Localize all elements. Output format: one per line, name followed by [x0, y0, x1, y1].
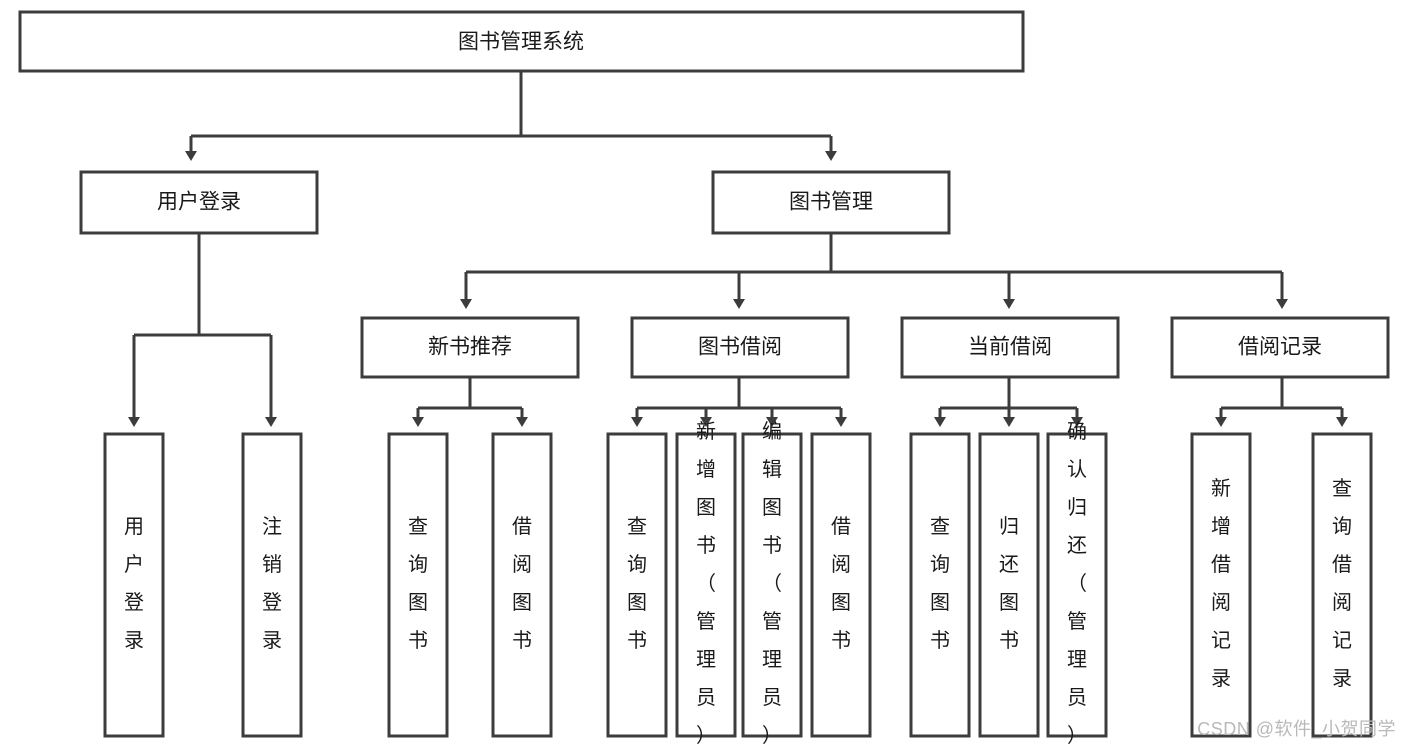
leaf-add-book[interactable]: 新增图书（管理员）: [675, 420, 737, 747]
node-book-borrow[interactable]: 图书借阅: [630, 316, 850, 379]
node-root[interactable]: 图书管理系统: [18, 10, 1025, 73]
leaf-return-book-label: 归还图书: [999, 515, 1019, 652]
leaf-query-book-2[interactable]: 查询图书: [606, 432, 668, 738]
leaf-add-borrow-record-label: 新增借阅记录: [1211, 477, 1231, 690]
leaf-query-book-1-label: 查询图书: [408, 515, 428, 652]
connector-root-to-level2: [185, 71, 837, 161]
connector-borrowrecord-to-leaves: [1215, 377, 1348, 427]
leaf-edit-book-label: 编辑图书（管理员）: [762, 420, 782, 747]
leaf-add-borrow-record[interactable]: 新增借阅记录: [1190, 432, 1252, 738]
node-new-book-recommend-label: 新书推荐: [428, 336, 512, 359]
leaf-logout-login-label: 注销登录: [262, 515, 282, 652]
leaf-user-login-label: 用户登录: [124, 516, 144, 652]
leaf-edit-book[interactable]: 编辑图书（管理员）: [741, 420, 803, 747]
node-current-borrow[interactable]: 当前借阅: [900, 316, 1120, 379]
connector-bookborrow-to-leaves: [631, 377, 847, 427]
node-root-label: 图书管理系统: [458, 31, 584, 54]
node-new-book-recommend[interactable]: 新书推荐: [360, 316, 580, 379]
leaf-return-book[interactable]: 归还图书: [978, 432, 1040, 738]
node-book-management-label: 图书管理: [789, 191, 873, 214]
leaf-user-login[interactable]: 用户登录: [103, 432, 165, 738]
node-borrow-record-label: 借阅记录: [1238, 336, 1322, 359]
node-borrow-record[interactable]: 借阅记录: [1170, 316, 1390, 379]
csdn-watermark: CSDN @软件_小贺同学: [1197, 719, 1396, 739]
connector-currentborrow-to-leaves: [934, 377, 1083, 427]
leaf-borrow-book-1-label: 借阅图书: [512, 515, 532, 652]
leaf-confirm-return-label: 确认归还（管理员）: [1067, 420, 1087, 747]
leaf-borrow-book-2[interactable]: 借阅图书: [810, 432, 872, 738]
connector-booklmgmt-to-level3: [460, 233, 1288, 309]
node-user-login-label: 用户登录: [157, 191, 241, 214]
connector-newbook-to-leaves: [412, 377, 528, 427]
node-book-management[interactable]: 图书管理: [711, 170, 951, 235]
leaf-query-book-2-label: 查询图书: [627, 515, 647, 652]
leaf-logout-login[interactable]: 注销登录: [241, 432, 303, 738]
leaf-query-book-3-label: 查询图书: [930, 515, 950, 652]
node-current-borrow-label: 当前借阅: [968, 336, 1052, 359]
node-user-login[interactable]: 用户登录: [79, 170, 319, 235]
leaf-query-borrow-record[interactable]: 查询借阅记录: [1311, 432, 1373, 738]
leaf-query-book-3[interactable]: 查询图书: [909, 432, 971, 738]
node-book-borrow-label: 图书借阅: [698, 336, 782, 359]
leaf-borrow-book-2-label: 借阅图书: [831, 515, 851, 652]
leaf-borrow-book-1[interactable]: 借阅图书: [491, 432, 553, 738]
leaf-query-book-1[interactable]: 查询图书: [387, 432, 449, 738]
leaf-query-borrow-record-label: 查询借阅记录: [1332, 477, 1352, 690]
leaf-add-book-label: 新增图书（管理员）: [696, 420, 716, 747]
connector-userlogin-to-leaves: [128, 233, 277, 427]
leaf-confirm-return[interactable]: 确认归还（管理员）: [1046, 420, 1108, 747]
